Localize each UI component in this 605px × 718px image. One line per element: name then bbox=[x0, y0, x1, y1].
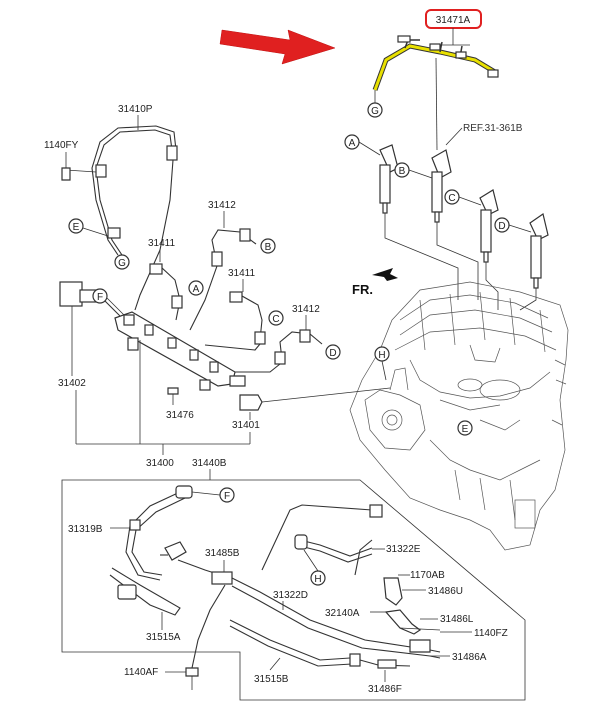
callout-F-left-label: F bbox=[97, 292, 103, 303]
callout-C-top-label: C bbox=[448, 193, 455, 204]
fuel-rail bbox=[59, 281, 246, 391]
callout-C-left[interactable] bbox=[268, 310, 284, 326]
callout-G-left[interactable] bbox=[114, 254, 130, 270]
label-31322D[interactable]: 31322D bbox=[273, 590, 308, 601]
label-31486L[interactable]: 31486L bbox=[440, 614, 474, 625]
label-31485B[interactable]: 31485B bbox=[205, 548, 240, 559]
lower-assembly: F H bbox=[109, 485, 441, 690]
ref-label[interactable]: REF.31-361B bbox=[463, 123, 523, 134]
label-1140FY[interactable]: 1140FY bbox=[44, 140, 79, 151]
label-31319B[interactable]: 31319B bbox=[68, 524, 103, 535]
callout-E-engine[interactable] bbox=[457, 420, 473, 436]
front-label: FR. bbox=[352, 282, 373, 297]
label-31486A[interactable]: 31486A bbox=[452, 652, 487, 663]
callout-A-left-label: A bbox=[193, 284, 200, 295]
callout-E-left[interactable] bbox=[68, 218, 84, 234]
callout-G-left-label: G bbox=[118, 258, 126, 269]
label-1170AB[interactable]: 1170AB bbox=[410, 570, 445, 581]
label-31410P[interactable]: 31410P bbox=[118, 104, 153, 115]
callout-E-engine-label: E bbox=[462, 424, 469, 435]
label-31411-right[interactable]: 31411 bbox=[228, 268, 256, 279]
callout-H-engine-label: H bbox=[378, 350, 385, 361]
callout-D-top-label: D bbox=[498, 221, 505, 232]
sub-assembly-frame bbox=[61, 479, 526, 701]
callout-H-lower-label: H bbox=[314, 574, 321, 585]
label-31400[interactable]: 31400 bbox=[146, 458, 174, 469]
callout-F-lower-label: F bbox=[224, 491, 230, 502]
callout-B-top-label: B bbox=[399, 166, 406, 177]
callout-F-left[interactable] bbox=[92, 288, 108, 304]
label-32140A[interactable]: 32140A bbox=[325, 608, 360, 619]
callout-B-left-label: B bbox=[265, 242, 272, 253]
label-31476[interactable]: 31476 bbox=[166, 410, 194, 421]
label-31322E[interactable]: 31322E bbox=[386, 544, 421, 555]
pointer-arrow bbox=[219, 29, 336, 65]
injector-harness bbox=[372, 35, 499, 151]
callout-C-left-label: C bbox=[272, 314, 279, 325]
label-1140AF[interactable]: 1140AF bbox=[124, 667, 158, 678]
label-31486U[interactable]: 31486U bbox=[428, 586, 463, 597]
callout-B-left[interactable] bbox=[260, 238, 276, 254]
callout-A-left[interactable] bbox=[188, 280, 204, 296]
injectors bbox=[379, 144, 549, 289]
label-31412-lower[interactable]: 31412 bbox=[292, 304, 320, 315]
label-31486F[interactable]: 31486F bbox=[368, 684, 402, 695]
label-31411-left[interactable]: 31411 bbox=[148, 238, 176, 249]
label-1140FZ[interactable]: 1140FZ bbox=[474, 628, 508, 639]
callout-D-left-label: D bbox=[329, 348, 336, 359]
callout-D-left[interactable] bbox=[325, 344, 341, 360]
callout-A-top-label: A bbox=[349, 138, 356, 149]
label-31471A[interactable]: 31471A bbox=[436, 15, 471, 26]
label-31412-upper[interactable]: 31412 bbox=[208, 200, 236, 211]
callout-G-top-label: G bbox=[371, 106, 379, 117]
label-31402[interactable]: 31402 bbox=[58, 378, 86, 389]
label-31515A[interactable]: 31515A bbox=[146, 632, 181, 643]
highlight-box[interactable] bbox=[425, 9, 482, 29]
callout-E-left-label: E bbox=[73, 222, 80, 233]
engine-block bbox=[349, 281, 569, 551]
label-31440B[interactable]: 31440B bbox=[192, 458, 227, 469]
label-31401[interactable]: 31401 bbox=[232, 420, 260, 431]
label-31515B[interactable]: 31515B bbox=[254, 674, 289, 685]
